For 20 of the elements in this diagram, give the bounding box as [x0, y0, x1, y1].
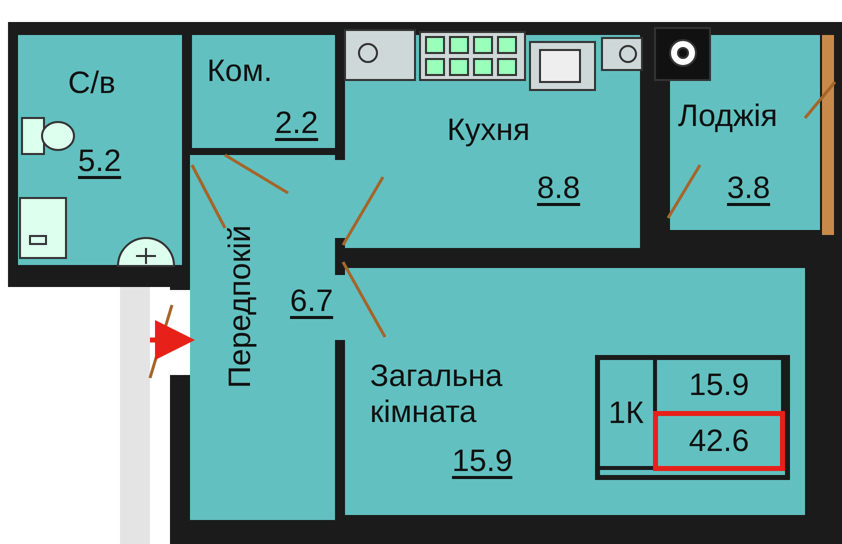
area-value: 2.2	[275, 105, 318, 141]
total-area: 42.6	[653, 411, 785, 471]
area-value: 15.9	[452, 443, 512, 479]
room-floor	[190, 155, 335, 520]
area-value: 5.2	[78, 143, 122, 179]
room-name: Лоджія	[678, 98, 778, 134]
area-value: 8.8	[537, 170, 580, 206]
stair-landing	[120, 287, 150, 544]
room-name: Ком.	[207, 53, 272, 89]
room-name: С/в	[68, 65, 116, 101]
area-value: 6.7	[290, 283, 334, 319]
room-name: Передпокій	[222, 225, 258, 388]
room-floor	[345, 268, 805, 515]
entrance-arrow	[150, 320, 195, 360]
room-floor	[670, 35, 820, 230]
room-name: Кухня	[447, 112, 530, 148]
room-floor	[192, 35, 335, 148]
room-name: Загальна кімната	[370, 358, 504, 430]
apartment-summary-table	[595, 355, 790, 480]
area-value: 3.8	[727, 170, 770, 206]
